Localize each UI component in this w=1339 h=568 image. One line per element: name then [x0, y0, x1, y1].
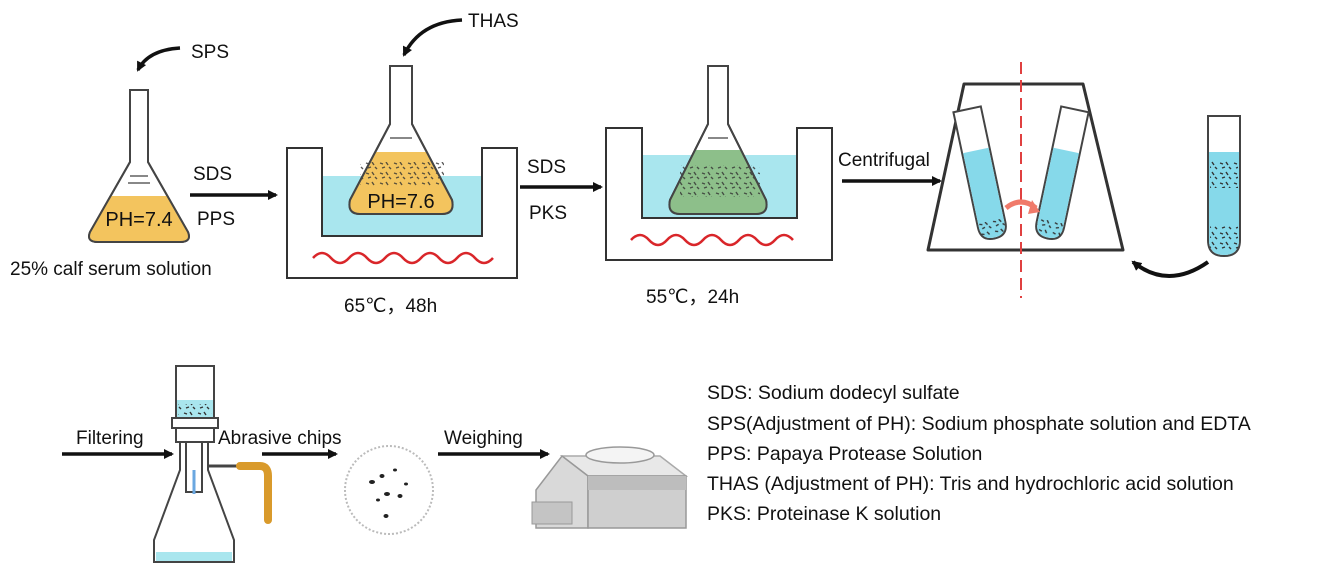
abrasive-label: Abrasive chips: [218, 428, 342, 449]
arrow-filtering: Filtering: [62, 428, 174, 459]
arrow2-bottom-label: PKS: [529, 203, 567, 224]
legend-item: PPS: Papaya Protease Solution: [707, 443, 982, 465]
legend-item: SPS(Adjustment of PH): Sodium phosphate …: [707, 413, 1251, 435]
arrow-centrifugal: Centrifugal: [838, 150, 942, 186]
heat-wave-icon: [312, 251, 494, 265]
arrow1-top-label: SDS: [193, 164, 232, 185]
flask-thas: PH=7.6: [348, 65, 454, 215]
legend: SDS: Sodium dodecyl sulfate SPS(Adjustme…: [707, 382, 1251, 525]
legend-item: PKS: Proteinase K solution: [707, 503, 941, 525]
arrow-step1-step2: SDS PPS: [190, 164, 278, 230]
flask-proteinase: [668, 65, 768, 215]
flask-ph-label-2: PH=7.6: [367, 191, 434, 213]
legend-item: SDS: Sodium dodecyl sulfate: [707, 382, 960, 404]
weighing-label: Weighing: [444, 428, 523, 449]
arrow-weighing: Weighing: [438, 428, 550, 459]
balance-scale: [531, 446, 689, 529]
sps-label: SPS: [191, 42, 229, 63]
flask-serum: PH=7.4: [88, 89, 190, 243]
return-arrow: [1131, 260, 1210, 278]
sample-tube: [1207, 115, 1241, 258]
vacuum-tubing: [236, 462, 272, 524]
arrow1-bottom-label: PPS: [197, 209, 235, 230]
condition-65: 65℃，48h: [344, 296, 437, 317]
arrow-step2-step3: SDS PKS: [520, 157, 603, 224]
centrifuge-tube-left: [952, 105, 1007, 240]
heat-wave-icon: [630, 233, 794, 247]
filtering-label: Filtering: [76, 428, 144, 449]
sps-arrow: SPS: [136, 42, 229, 72]
legend-item: THAS (Adjustment of PH): Tris and hydroc…: [707, 473, 1234, 495]
serum-caption: 25% calf serum solution: [10, 259, 212, 280]
water-bath-65: [286, 147, 518, 279]
centrifuge: [926, 62, 1125, 298]
centrifugal-label: Centrifugal: [838, 150, 930, 171]
flask-ph-label: PH=7.4: [105, 209, 172, 231]
condition-55: 55℃，24h: [646, 287, 739, 308]
serum-liquid: [89, 196, 189, 242]
filtration-apparatus: [153, 365, 272, 563]
arrow-abrasive: Abrasive chips: [218, 428, 342, 459]
thas-arrow: THAS: [402, 11, 519, 57]
arrow2-top-label: SDS: [527, 157, 566, 178]
filter-paper-chips: [344, 445, 434, 535]
thas-label: THAS: [468, 11, 519, 32]
centrifuge-tube-right: [1035, 105, 1090, 240]
